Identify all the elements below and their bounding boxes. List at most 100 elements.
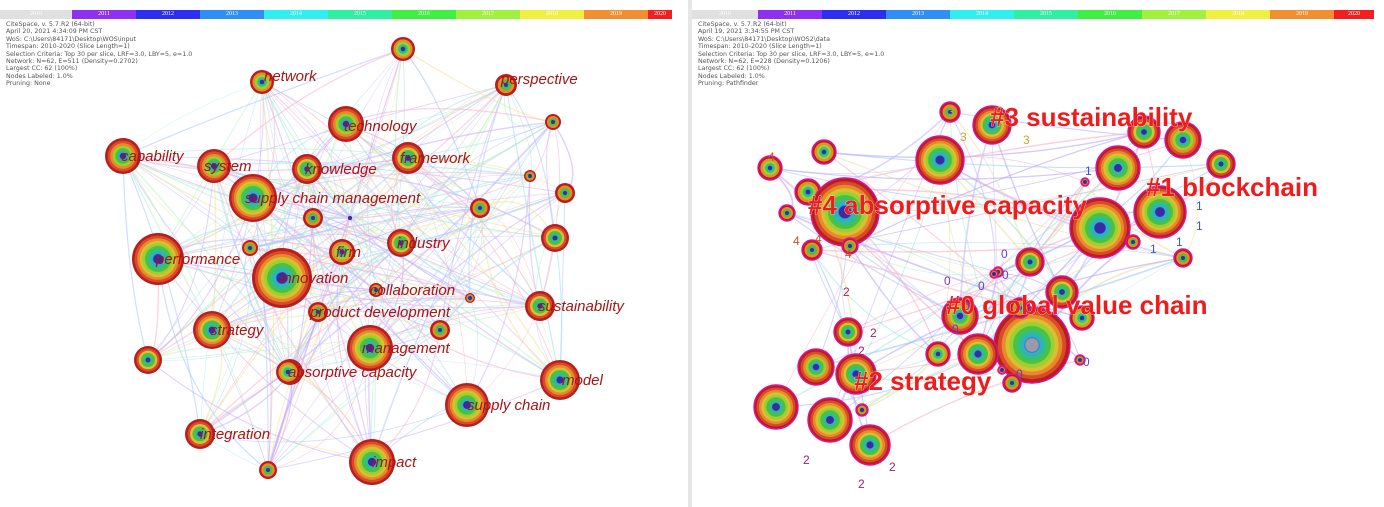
timeline-segment: 2012 [822,10,886,19]
timeline-segment: 2017 [1142,10,1206,19]
cluster-labels: #3 sustainability#1 blockchain#4 absorpt… [808,102,1319,397]
node-center [208,326,216,334]
document-node [1002,373,1022,393]
keyword-node [392,142,424,174]
timeline-year: 2019 [610,11,622,17]
edge [823,131,1145,159]
metadata-line: CiteSpace, v. 5.7.R2 (64-bit) [698,21,787,28]
node-center [860,408,864,412]
keyword-node [540,360,580,400]
node-outline [778,204,796,222]
cluster-id-label: 1 [1150,242,1157,256]
document-node [1206,149,1236,179]
node-outline [1173,248,1193,268]
node-center [463,401,471,409]
node-center [1083,180,1087,184]
panel-divider [688,0,692,507]
cluster-id-label: 4 [793,234,800,248]
edge [815,273,995,368]
timeline-year: 2020 [1348,11,1360,17]
keyword-label: framework [400,150,472,167]
edge [345,123,556,239]
keyword-label: impact [372,454,417,471]
document-node [807,397,853,443]
keyword-label: integration [200,426,270,443]
cluster-label: #4 absorptive capacity [808,190,1087,220]
edge [211,168,308,331]
edge [345,123,561,381]
edge [267,157,409,471]
cluster-id-label: 3 [1023,133,1030,147]
nodes [753,101,1236,466]
keyword-label: absorptive capacity [288,364,418,381]
node-center [405,155,411,161]
node-center [342,120,350,128]
edge [407,121,554,159]
timeline-segment: 2020 [1334,10,1374,19]
node-center [1025,338,1039,352]
cluster-id-label: 0 [1002,268,1009,282]
cluster-id-label: 1 [1196,199,1203,213]
node-center [528,174,532,178]
document-node [855,403,869,417]
node-center [956,312,964,320]
node-center [1079,315,1085,321]
timeline-year: 2010 [719,11,731,17]
node-outline [835,353,877,395]
node-outline [1009,297,1031,319]
node-center [1179,136,1187,144]
timeline-segment: 2019 [1270,10,1334,19]
timeline-segment: 2013 [200,10,264,19]
keyword-node [545,114,561,130]
keyword-label: innovation [280,270,348,287]
metadata-line: April 19, 2021 3:34:55 PM CST [698,28,795,36]
node-center [552,235,558,241]
document-node [1069,197,1131,259]
node-center [1114,164,1122,172]
node-outline [849,424,891,466]
metadata-line: Network: N=62, E=228 (Density=0.1206) [698,58,830,66]
edge [949,111,1031,263]
edge [267,175,531,471]
document-node [941,297,979,335]
timeline-segment: 2019 [584,10,648,19]
keyword-node [470,198,490,218]
document-node [833,317,863,347]
edge [375,289,441,331]
timeline-segment: 2011 [72,10,136,19]
cluster-id-label: 2 [803,453,810,467]
edge [122,81,263,157]
edge [312,217,561,381]
node-center [365,343,375,353]
edge [407,157,468,406]
node-outline [1206,149,1236,179]
edge [375,289,561,381]
node-center [197,431,203,437]
node-center [848,244,852,248]
node-outline [1069,197,1131,259]
edge [823,151,1222,169]
cluster-id-label: 0 [1016,367,1023,381]
keyword-node [185,419,215,449]
node-outline [1002,373,1022,393]
edge [312,175,531,219]
keyword-node [197,149,231,183]
keyword-node [445,383,489,427]
document-node [957,333,999,375]
node-outline [989,269,999,279]
edge [147,217,314,361]
keyword-label: product development [309,304,451,321]
edge [267,192,566,471]
node-center [1078,358,1082,362]
node-outline [1045,275,1079,309]
document-node [835,353,877,395]
edge [249,207,481,249]
edge [367,48,404,291]
document-node [1074,354,1086,366]
edge [847,271,999,333]
timeline-year: 2012 [162,11,174,17]
node-center [374,288,378,292]
edge [211,314,441,331]
